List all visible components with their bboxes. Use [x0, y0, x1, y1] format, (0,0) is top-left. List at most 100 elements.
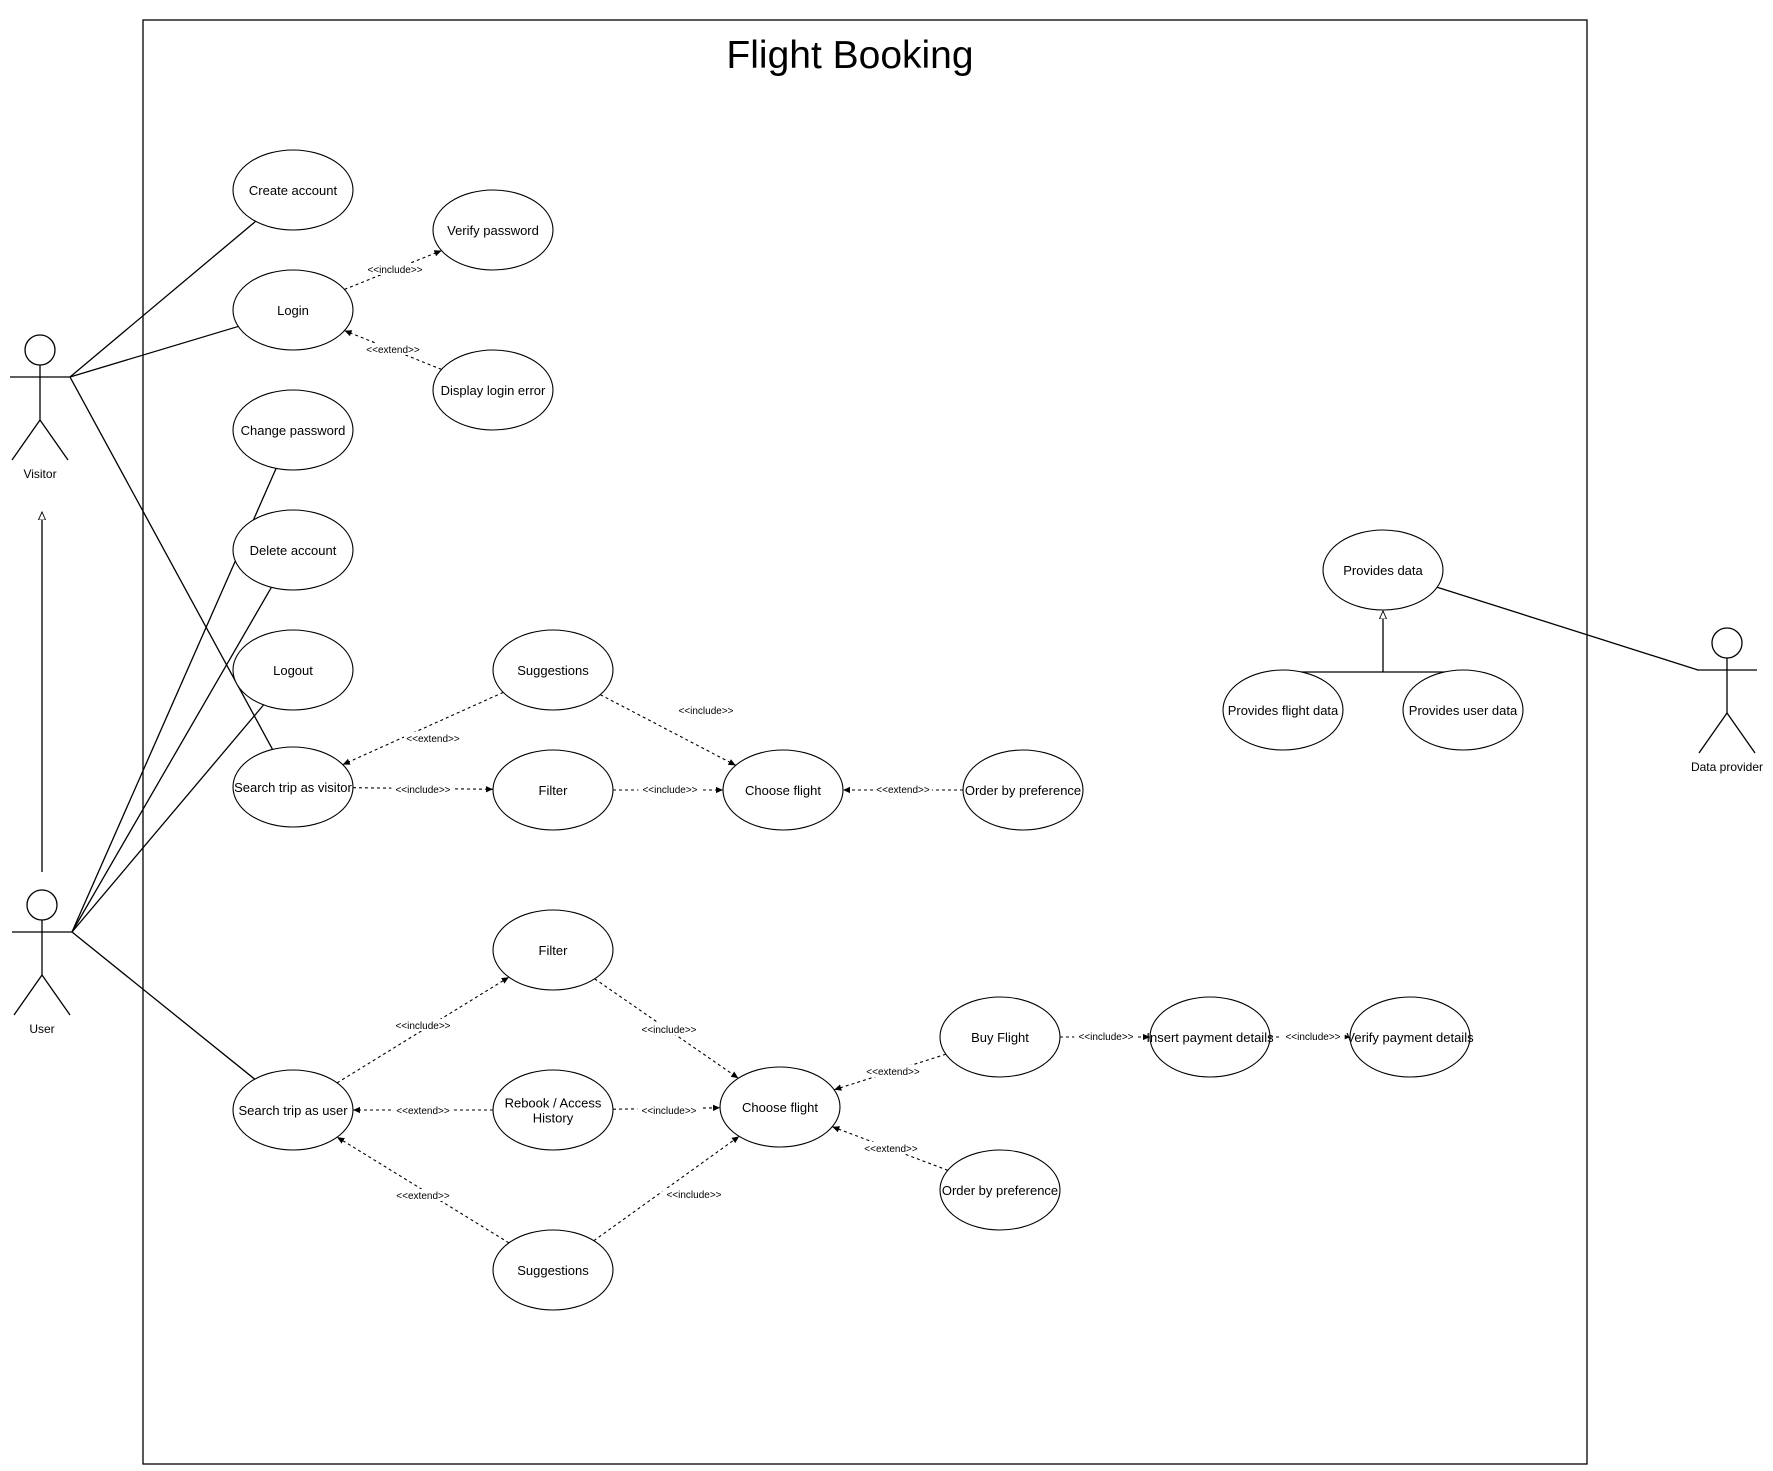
actor-data-provider[interactable]: Data provider	[1691, 627, 1763, 774]
use-case-filter-v[interactable]: Filter	[492, 749, 614, 831]
relationship-label: <<include>>	[641, 1025, 696, 1036]
use-case-search-trip-user[interactable]: Search trip as user	[232, 1069, 354, 1151]
use-case-label: Logout	[273, 663, 313, 678]
use-case-ellipse	[1322, 529, 1444, 611]
relationship-arrow	[599, 694, 737, 766]
use-case-label: Provides data	[1343, 563, 1423, 578]
generalization-layer	[42, 512, 1463, 872]
use-case-buy-flight[interactable]: Buy Flight	[939, 996, 1061, 1078]
use-case-order-pref-u[interactable]: Order by preference	[939, 1149, 1061, 1231]
use-case-label: Verify payment details	[1346, 1030, 1474, 1045]
relationship-label-bg	[394, 1104, 452, 1116]
association-data-provider-provides-data	[1436, 586, 1699, 671]
relationship-label: <<include>>	[367, 265, 422, 276]
use-case-order-pref-v[interactable]: Order by preference	[962, 749, 1084, 831]
use-case-label: Rebook / Access	[505, 1096, 602, 1111]
actor-right-leg	[41, 974, 71, 1016]
use-case-label: Delete account	[250, 543, 337, 558]
relationship-label-bg	[674, 704, 738, 716]
relationship-label: <<include>>	[1078, 1032, 1133, 1043]
use-case-choose-flight-v[interactable]: Choose flight	[722, 749, 844, 831]
relationship-arrow	[336, 976, 510, 1084]
relationship-suggestions-u-to-search-trip-user: <<extend>>	[336, 1136, 510, 1244]
use-case-ellipse	[232, 269, 354, 351]
use-case-label: Login	[277, 303, 309, 318]
relationship-arrow	[352, 786, 494, 793]
use-case-ellipse	[939, 996, 1061, 1078]
relationship-label: <<extend>>	[396, 1191, 450, 1202]
use-case-label: Suggestions	[517, 663, 589, 678]
actor-label: Visitor	[23, 467, 56, 481]
use-case-ellipse	[232, 509, 354, 591]
relationship-arrow	[833, 1053, 947, 1091]
use-case-delete-account[interactable]: Delete account	[232, 509, 354, 591]
actor-visitor[interactable]: Visitor	[10, 334, 70, 481]
use-case-suggestions-v[interactable]: Suggestions	[492, 629, 614, 711]
relationship-arrow	[594, 978, 739, 1079]
generalization-provides-data	[1283, 611, 1463, 673]
relationship-label-bg	[662, 1188, 726, 1200]
relationship-label-bg	[363, 263, 427, 275]
relationship-search-trip-visitor-to-filter-v: <<include>>	[352, 783, 494, 796]
use-case-label: Choose flight	[745, 783, 821, 798]
use-case-logout[interactable]: Logout	[232, 629, 354, 711]
relationship-label-bg	[391, 783, 455, 795]
relationship-layer: <<include>> <<extend>> <<extend>> <<include…	[336, 250, 1350, 1244]
relationship-label-bg	[864, 1065, 922, 1077]
use-case-create-account[interactable]: Create account	[232, 149, 354, 231]
relationship-suggestions-u-to-choose-flight-u: <<include>>	[593, 1135, 740, 1242]
use-case-ellipse	[492, 629, 614, 711]
actor-label: User	[29, 1022, 54, 1036]
relationship-label: <<include>>	[395, 785, 450, 796]
actor-right-leg	[1726, 712, 1756, 754]
use-case-label: Insert payment details	[1146, 1030, 1274, 1045]
use-case-display-login-error[interactable]: Display login error	[432, 349, 554, 431]
relationship-suggestions-v-to-search-trip-visitor: <<extend>>	[342, 691, 504, 766]
use-case-ellipse	[232, 746, 354, 828]
relationship-arrow	[336, 1136, 510, 1244]
relationship-display-login-error-to-login: <<extend>>	[344, 330, 442, 370]
use-case-label: Filter	[539, 783, 569, 798]
use-case-ellipse	[232, 1069, 354, 1151]
use-case-ellipse	[432, 189, 554, 271]
use-case-login[interactable]: Login	[232, 269, 354, 351]
use-case-label: Provides user data	[1409, 703, 1518, 718]
use-case-ellipse	[1149, 996, 1271, 1078]
use-case-choose-flight-u[interactable]: Choose flight	[719, 1066, 841, 1148]
relationship-label-bg	[394, 1189, 452, 1201]
use-case-label: Display login error	[441, 383, 546, 398]
use-case-verify-payment[interactable]: Verify payment details	[1346, 996, 1474, 1078]
use-case-ellipse	[492, 1229, 614, 1311]
relationship-filter-v-to-choose-flight-v: <<include>>	[613, 783, 723, 796]
use-case-label: Search trip as visitor	[234, 780, 352, 795]
association-layer	[69, 220, 1699, 1080]
use-case-insert-payment[interactable]: Insert payment details	[1146, 996, 1274, 1078]
use-case-change-password[interactable]: Change password	[232, 389, 354, 471]
use-case-label: Choose flight	[742, 1100, 818, 1115]
use-case-ellipse	[432, 349, 554, 431]
use-case-label: Buy Flight	[971, 1030, 1029, 1045]
relationship-login-to-verify-password: <<include>>	[344, 250, 442, 290]
use-case-suggestions-u[interactable]: Suggestions	[492, 1229, 614, 1311]
use-case-filter-u[interactable]: Filter	[492, 909, 614, 991]
use-case-verify-password[interactable]: Verify password	[432, 189, 554, 271]
actor-right-leg	[39, 419, 69, 461]
actor-left-leg	[11, 419, 41, 461]
use-case-provides-flight-data[interactable]: Provides flight data	[1222, 669, 1344, 751]
use-case-label: History	[533, 1111, 574, 1126]
use-case-ellipse	[232, 389, 354, 471]
use-case-provides-user-data[interactable]: Provides user data	[1402, 669, 1524, 751]
use-case-ellipse	[232, 149, 354, 231]
relationship-label-bg	[1281, 1030, 1345, 1042]
relationship-rebook-to-search-trip-user: <<extend>>	[353, 1104, 493, 1117]
actor-user[interactable]: User	[12, 889, 72, 1036]
relationship-label: <<include>>	[666, 1190, 721, 1201]
use-case-label: Search trip as user	[238, 1103, 348, 1118]
use-case-label: Change password	[241, 423, 346, 438]
use-case-label: Order by preference	[965, 783, 1081, 798]
use-case-search-trip-visitor[interactable]: Search trip as visitor	[232, 746, 354, 828]
relationship-label: <<include>>	[395, 1021, 450, 1032]
use-case-provides-data[interactable]: Provides data	[1322, 529, 1444, 611]
